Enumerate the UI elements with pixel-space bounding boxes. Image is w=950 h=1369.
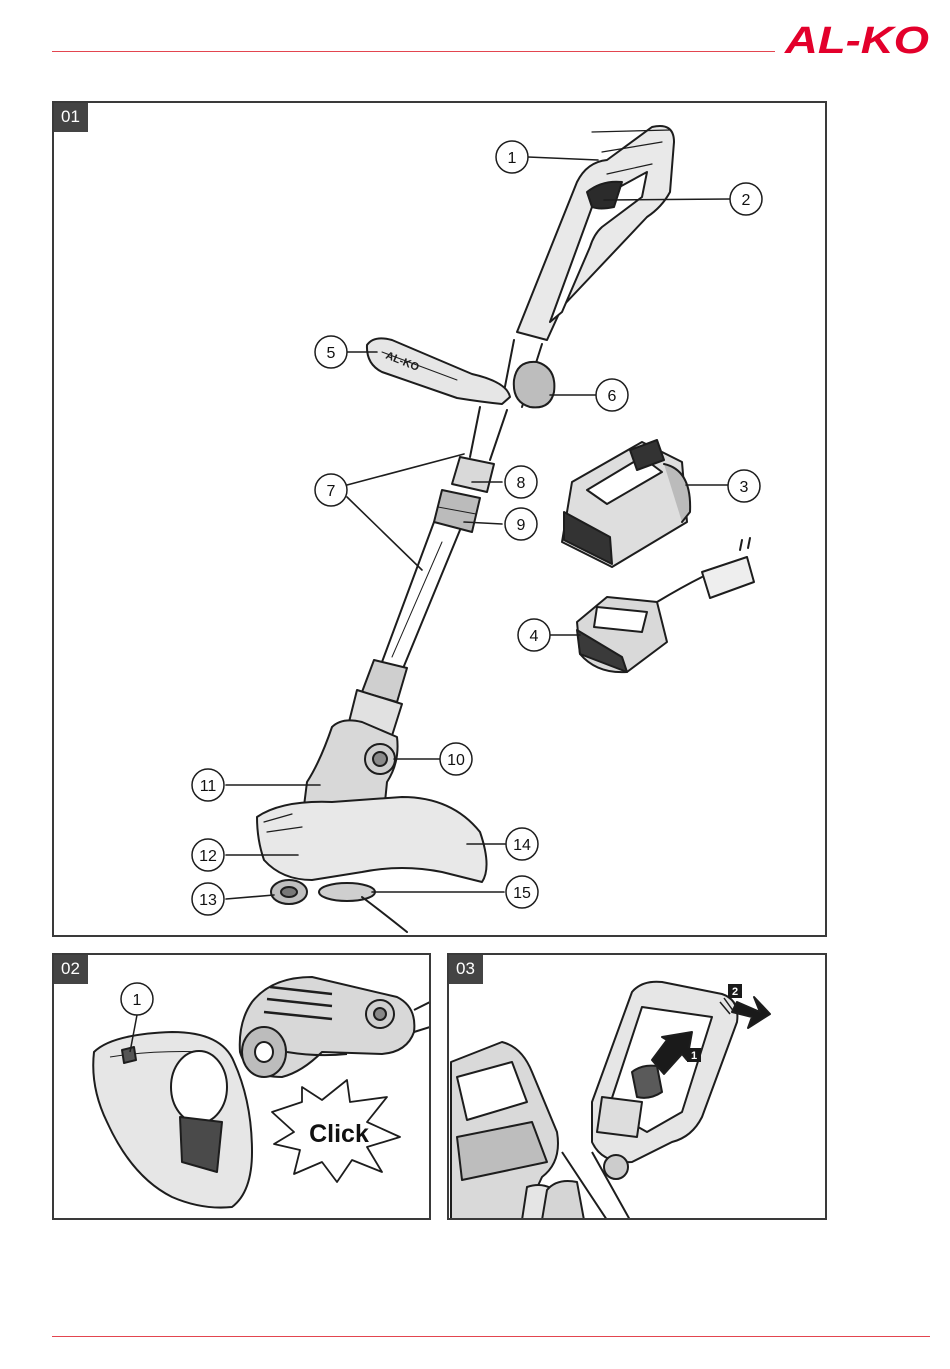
- lower-shaft-icon: [470, 407, 507, 460]
- callout-9-label: 9: [517, 517, 526, 534]
- figure-02: 02 1 Click: [52, 953, 431, 1220]
- callout-1-label: 1: [133, 992, 142, 1009]
- callout-5-label: 5: [327, 345, 336, 362]
- auxiliary-handle-icon: [367, 338, 510, 404]
- callout-15-label: 15: [513, 885, 531, 902]
- step-1-label: 1: [691, 1050, 697, 1062]
- edge-guide-icon: [319, 883, 375, 901]
- callout-1-label: 1: [508, 150, 517, 167]
- guard-mounting-illustration: 1 Click: [54, 955, 431, 1220]
- callout-3-label: 3: [740, 479, 749, 496]
- battery-insertion-illustration: 1 2: [449, 955, 827, 1220]
- callout-11-label: 11: [200, 778, 217, 795]
- click-text: Click: [309, 1120, 369, 1148]
- step-2-label: 2: [732, 986, 738, 998]
- callout-2-label: 2: [742, 192, 751, 209]
- callout-8-label: 8: [517, 475, 526, 492]
- guard-icon: [93, 1032, 252, 1208]
- trimmer-overview-illustration: AL-KO: [54, 103, 827, 937]
- push-arrow-icon: [732, 997, 770, 1028]
- adjustment-knob-icon: [514, 362, 555, 408]
- alko-logo: AL-KO: [783, 20, 931, 60]
- callout-12-label: 12: [199, 848, 217, 865]
- footer-rule: [52, 1336, 930, 1337]
- protective-guard-icon: [257, 797, 487, 882]
- figure-01: 01 AL-KO: [52, 101, 827, 937]
- header-rule: [52, 51, 775, 52]
- power-plug-icon: [702, 557, 754, 598]
- figure-03: 03 1 2: [447, 953, 827, 1220]
- callout-4-label: 4: [530, 628, 539, 645]
- callout-10-label: 10: [447, 752, 465, 769]
- alko-logo-text: AL-KO: [784, 20, 929, 60]
- callout-14-label: 14: [513, 837, 531, 854]
- callout-13-label: 13: [199, 892, 217, 909]
- callout-7-label: 7: [327, 483, 336, 500]
- callout-6-label: 6: [608, 388, 617, 405]
